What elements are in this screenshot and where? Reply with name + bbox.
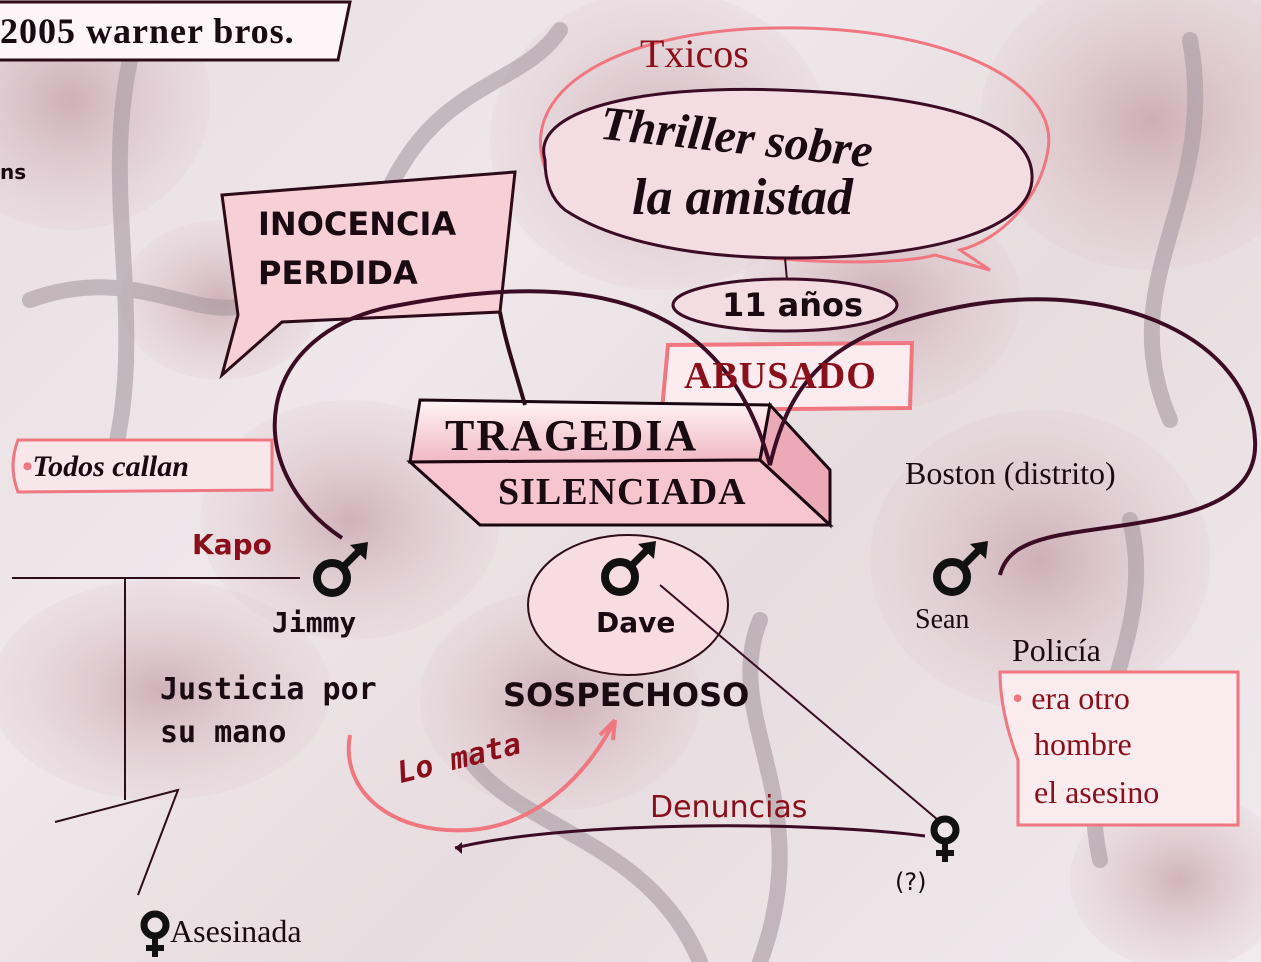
- boston-label: Boston (distrito): [905, 455, 1116, 491]
- silenciada-label: SILENCIADA: [498, 471, 747, 513]
- jimmy-note-line2: su mano: [160, 715, 287, 750]
- sean-name-label: Sean: [915, 604, 970, 635]
- dave-name-label: Dave: [596, 606, 676, 639]
- dave-circle: [527, 534, 729, 676]
- left-text-fragment: ns: [0, 160, 27, 184]
- abusado-label: ABUSADO: [684, 355, 877, 397]
- sean-note-line1: • era otro: [1012, 680, 1130, 717]
- dave-status-label: SOSPECHOSO: [503, 676, 750, 714]
- sean-note-line1-text: era otro: [1031, 680, 1130, 716]
- sean-note-line2: hombre: [1034, 726, 1132, 762]
- perdida-label: PERDIDA: [258, 254, 418, 292]
- age-ellipse: [671, 277, 899, 333]
- male-symbol-icon: [933, 541, 988, 596]
- jimmy-note-line1: Justicia por: [160, 672, 377, 707]
- male-symbol-icon: [313, 542, 368, 597]
- jimmy-name-label: Jimmy: [272, 606, 357, 639]
- bullet-icon: •: [22, 450, 33, 483]
- txicos-label: Txicos: [640, 31, 749, 76]
- bubble-to-age-line: [784, 257, 788, 281]
- jimmy-role-label: Kapo: [192, 528, 272, 561]
- amistad-title: la amistad: [632, 169, 854, 226]
- tragedia-label: TRAGEDIA: [445, 411, 699, 460]
- family-tree-lines: [12, 577, 300, 896]
- sean-role-label: Policía: [1012, 632, 1101, 668]
- todos-callan-text: Todos callan: [32, 450, 189, 483]
- denuncias-line: [454, 824, 926, 850]
- male-symbol-icon: [601, 541, 656, 596]
- age-label: 11 años: [722, 286, 864, 324]
- sean-note-box: [998, 670, 1240, 827]
- tragedia-block: [406, 398, 834, 529]
- todos-callan-box: [11, 438, 274, 494]
- lo-mata-arrow: [346, 719, 617, 833]
- female-symbol-icon: [140, 910, 170, 957]
- dave-to-woman-line: [659, 584, 939, 821]
- copyright-label: 2005 warner bros.: [0, 11, 295, 51]
- thriller-bubble: [542, 87, 1034, 260]
- header-tab: [0, 0, 352, 62]
- sean-note-line3: el asesino: [1034, 774, 1160, 810]
- todos-callan-label: •Todos callan: [22, 450, 189, 484]
- abusado-box: [659, 340, 915, 413]
- unknown-woman-label: (?): [895, 868, 927, 896]
- denuncias-arrowhead: [455, 842, 462, 854]
- inocencia-to-tragedia-line: [498, 311, 527, 406]
- female-symbol-icon: [930, 815, 960, 862]
- lo-mata-arrowhead: [598, 718, 617, 741]
- bullet-icon: •: [1012, 680, 1024, 716]
- inocencia-label: INOCENCIA: [258, 205, 457, 243]
- denuncias-label: Denuncias: [650, 790, 808, 825]
- victim-label: Asesinada: [170, 913, 302, 949]
- inocencia-banner: [219, 170, 517, 380]
- friendship-loop: [272, 289, 1258, 576]
- background-stems: [22, 22, 1204, 962]
